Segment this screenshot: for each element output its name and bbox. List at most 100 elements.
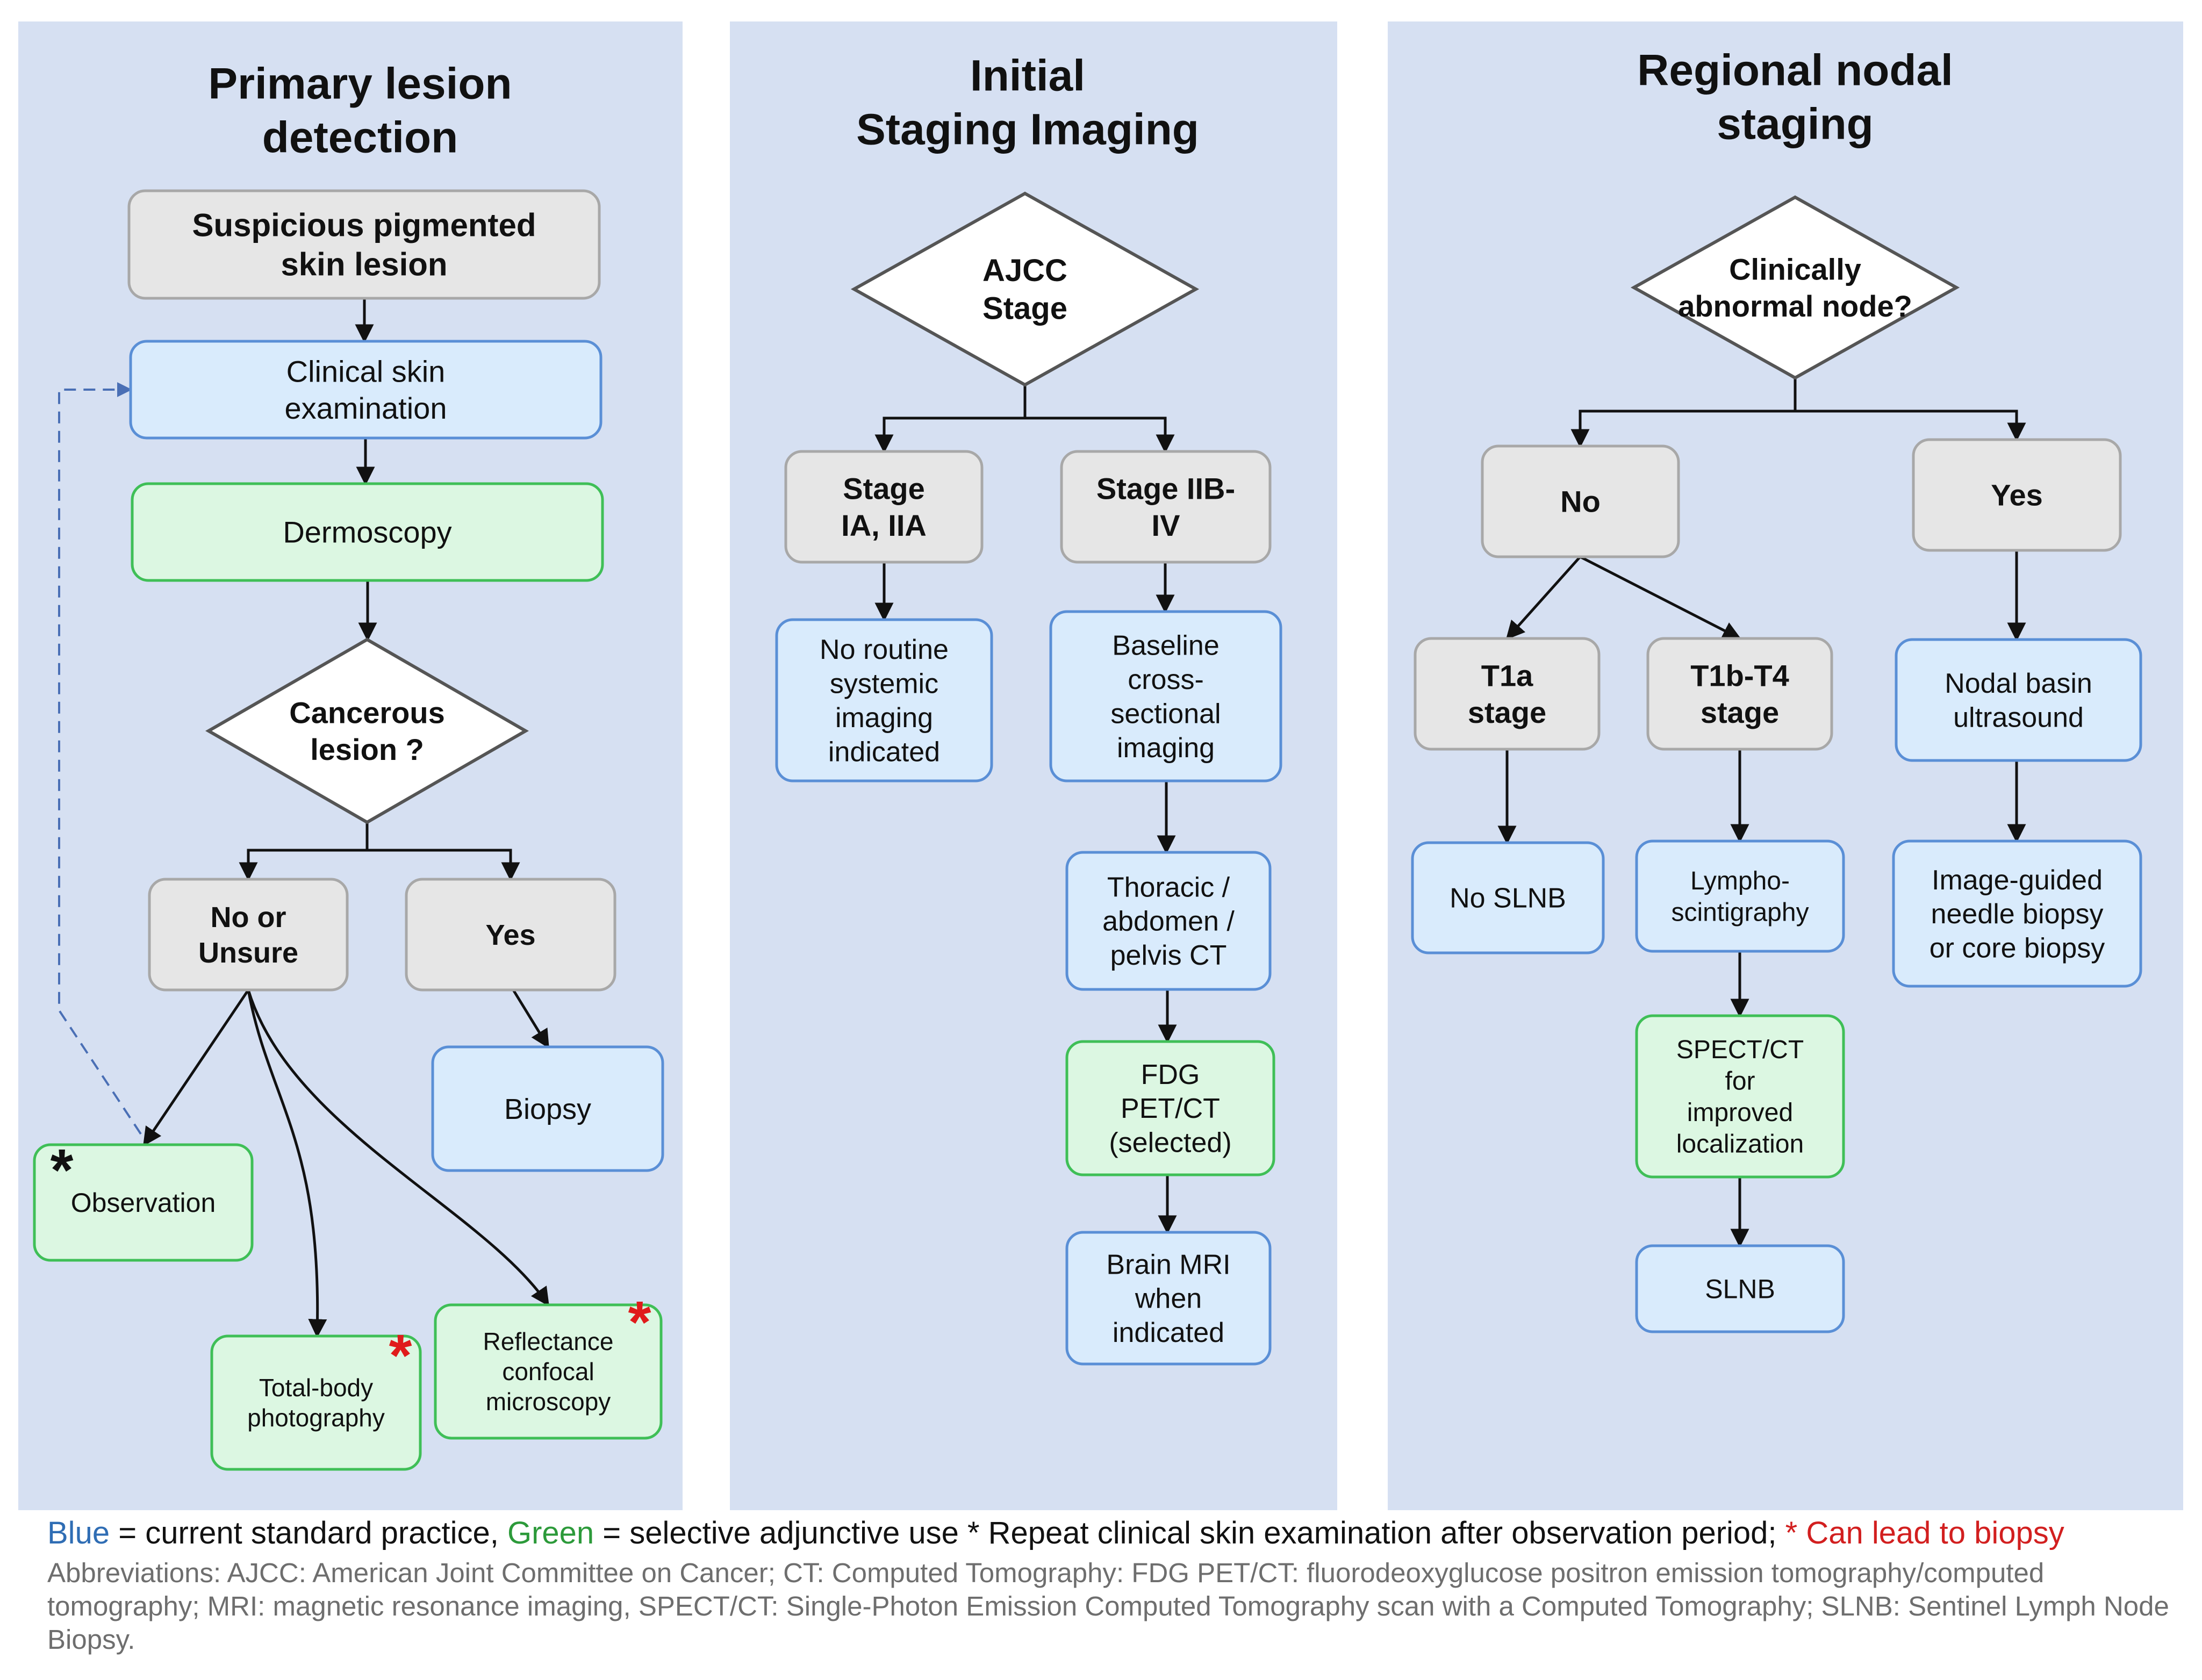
connector-arrow <box>247 989 550 1306</box>
node-slnb: SLNB <box>1635 1244 1845 1333</box>
legend-color-key: Blue = current standard practice, Green … <box>47 1514 2176 1552</box>
node-box <box>1635 1244 1845 1333</box>
node-box <box>210 1334 422 1471</box>
node-label: No SLNB <box>1450 883 1566 914</box>
observation-star-marker: * <box>51 1137 74 1203</box>
connector-arrow <box>239 822 369 881</box>
legend-blue-word: Blue <box>47 1516 110 1550</box>
node-observation: Observation <box>33 1143 254 1262</box>
connector-arrow <box>1025 417 1175 454</box>
node-label: Yes <box>485 919 535 951</box>
rcm-star-marker: * <box>628 1289 651 1355</box>
legend-blue-text: = current standard practice, <box>110 1516 507 1550</box>
node-box <box>129 340 602 440</box>
connector-arrow <box>58 382 142 1135</box>
connector-arrow <box>1505 556 1581 640</box>
legend: Blue = current standard practice, Green … <box>47 1514 2176 1670</box>
legend-red-text: * Can lead to biopsy <box>1785 1516 2064 1550</box>
connector-arrow <box>874 385 1027 454</box>
node-box <box>434 1303 663 1440</box>
connector-arrow <box>247 989 327 1338</box>
legend-green-word: Green <box>507 1516 594 1550</box>
node-lympho: Lympho-scintigraphy <box>1635 839 1845 953</box>
node-label: Lympho-scintigraphy <box>1671 867 1809 927</box>
tbp-star-marker: * <box>389 1323 412 1389</box>
node-no-slnb: No SLNB <box>1411 841 1605 954</box>
node-box <box>1635 1014 1845 1179</box>
node-label: Dermoscopy <box>283 515 451 549</box>
node-box <box>784 450 984 564</box>
node-box <box>1060 450 1272 564</box>
node-box <box>405 878 616 992</box>
legend-green-text: = selective adjunctive use * Repeat clin… <box>594 1516 1785 1550</box>
node-box <box>1065 1231 1272 1366</box>
node-box <box>1481 444 1680 558</box>
node-box <box>775 618 993 782</box>
node-biopsy: Biopsy <box>431 1045 664 1172</box>
connector-arrow <box>512 989 550 1049</box>
node-label: Stage IIB-IV <box>1096 471 1235 542</box>
node-box <box>1411 841 1605 954</box>
node-yes1: Yes <box>405 878 616 992</box>
node-box <box>1049 610 1282 782</box>
node-box <box>1414 637 1601 751</box>
decision-diamond <box>850 191 1200 387</box>
node-dermoscopy: Dermoscopy <box>131 482 604 582</box>
node-box <box>1646 637 1833 751</box>
connector-arrow <box>367 849 520 881</box>
connector-arrow <box>142 989 250 1146</box>
node-box <box>1635 839 1845 953</box>
node-box <box>1892 839 2142 988</box>
node-box <box>431 1045 664 1172</box>
connector-arrow <box>1570 378 1797 448</box>
node-label: SLNB <box>1705 1274 1775 1304</box>
node-label: Yes <box>1991 478 2043 512</box>
node-label: Biopsy <box>504 1093 591 1125</box>
decision-diamond <box>1630 195 1960 380</box>
node-label: Thoracic /abdomen /pelvis CT <box>1102 872 1235 971</box>
node-stage-iib: Stage IIB-IV <box>1060 450 1272 564</box>
connector-arrow <box>1795 410 2026 442</box>
node-box <box>1895 638 2142 762</box>
node-thoracic: Thoracic /abdomen /pelvis CT <box>1065 851 1272 991</box>
node-label: No <box>1560 485 1601 519</box>
node-box <box>1065 1040 1275 1176</box>
node-label: Observation <box>71 1188 216 1218</box>
node-box <box>33 1143 254 1262</box>
legend-abbreviations: Abbreviations: AJCC: American Joint Comm… <box>47 1557 2169 1655</box>
node-box <box>1065 851 1272 991</box>
decision-diamond <box>205 637 529 824</box>
